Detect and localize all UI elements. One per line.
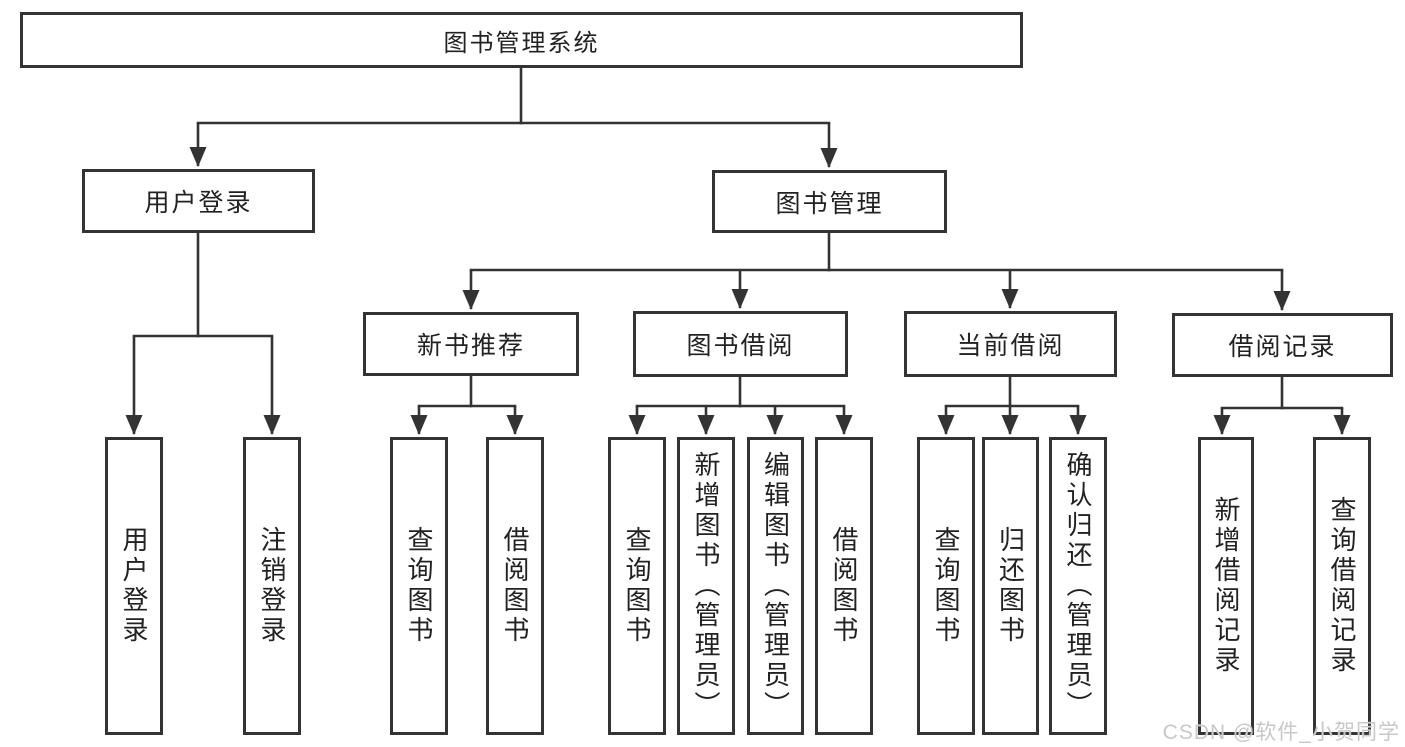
csdn-watermark: CSDN @软件_小贺同学 [1162, 721, 1400, 744]
leaf-current-query-books: 查询图书 [917, 437, 975, 735]
leaf-borrow-query-books: 查询图书 [608, 437, 666, 735]
leaf-borrow-books: 借阅图书 [815, 437, 873, 735]
leaf-add-books-admin: 新增图书（管理员） [677, 437, 735, 735]
leaf-query-borrow-record: 查询借阅记录 [1313, 437, 1371, 735]
node-current-borrow: 当前借阅 [904, 311, 1117, 377]
leaf-return-books: 归还图书 [982, 437, 1039, 735]
leaf-edit-books-admin: 编辑图书（管理员） [747, 437, 804, 735]
node-root-system: 图书管理系统 [20, 12, 1023, 68]
node-user-login: 用户登录 [82, 169, 315, 233]
leaf-recommend-query-books: 查询图书 [390, 437, 448, 735]
leaf-recommend-borrow-books: 借阅图书 [486, 437, 544, 735]
leaf-user-login: 用户登录 [105, 437, 163, 735]
node-new-book-recommend: 新书推荐 [363, 312, 579, 376]
leaf-confirm-return-admin: 确认归还（管理员） [1049, 437, 1107, 735]
leaf-add-borrow-record: 新增借阅记录 [1198, 437, 1254, 735]
node-borrow-records: 借阅记录 [1172, 313, 1393, 377]
node-book-management: 图书管理 [712, 170, 947, 233]
leaf-logout: 注销登录 [243, 437, 301, 735]
node-book-borrow: 图书借阅 [633, 311, 848, 377]
